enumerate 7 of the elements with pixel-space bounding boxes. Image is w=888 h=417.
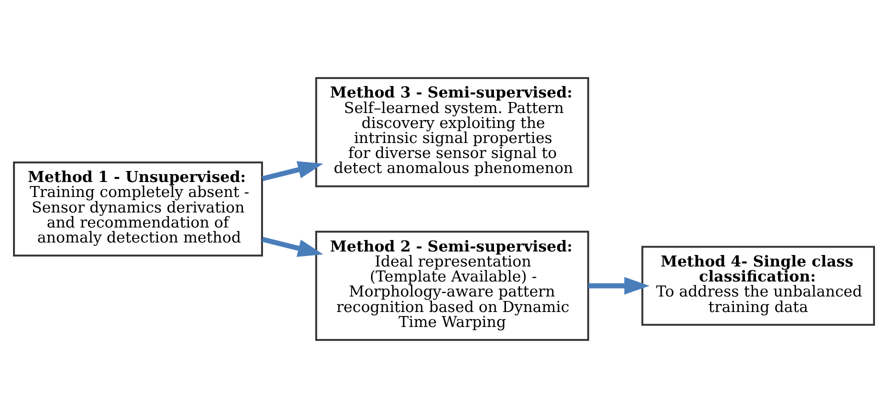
node-box: Method 4- Single class classification: To address the unbalanced training data bbox=[641, 245, 875, 326]
arrow bbox=[262, 160, 324, 181]
node-box: Method 2 - Semi-supervised: Ideal representation (Template Available) - Morphology-aware pattern recognition based on Dynamic Time Warping bbox=[315, 230, 590, 340]
arrow bbox=[262, 236, 324, 256]
arrow bbox=[588, 276, 650, 294]
node-box: Method 3 - Semi-supervised: Self–learned system. Pattern discovery exploiting the intrinsic signal properties for diverse sensor signal to detect anomalous phenomenon bbox=[315, 76, 590, 187]
node-box: Method 1 - Unsupervised: Training completely absent - Sensor dynamics derivation and recommendation of anomaly detection method bbox=[13, 160, 263, 256]
